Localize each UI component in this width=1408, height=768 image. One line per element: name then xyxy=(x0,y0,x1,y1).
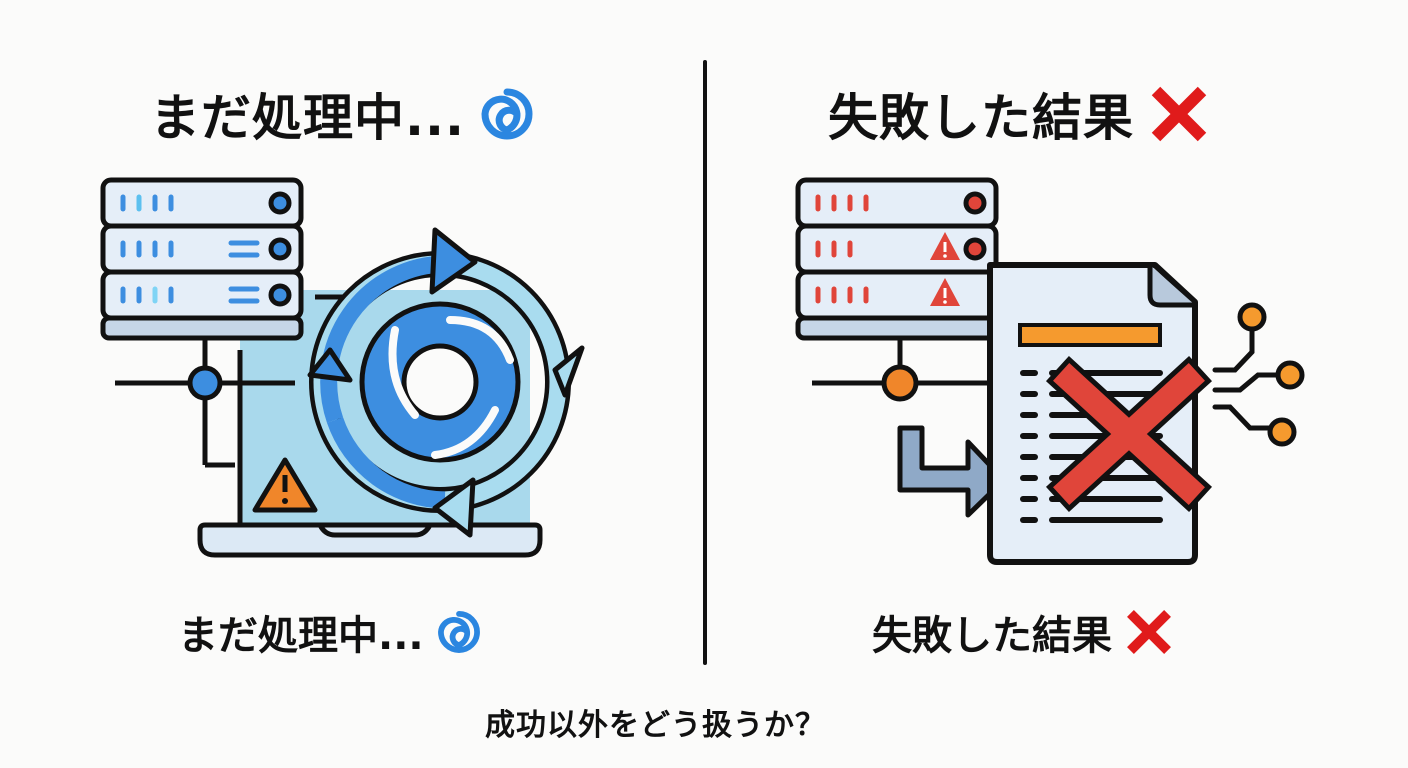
server-icon xyxy=(795,177,999,341)
divider xyxy=(703,60,707,665)
cycle-arrows-icon xyxy=(307,227,585,538)
left-title: まだ処理中... xyxy=(150,78,535,150)
server-icon xyxy=(100,177,304,341)
cyclone-icon xyxy=(436,609,482,655)
processing-illustration xyxy=(95,170,635,570)
right-caption: 失敗した結果 xyxy=(872,603,1174,661)
footer-question: 成功以外をどう扱うか？ xyxy=(485,708,826,743)
left-caption-text: まだ処理中... xyxy=(178,613,424,659)
right-title-text: 失敗した結果 xyxy=(828,89,1134,147)
cross-mark-icon xyxy=(1148,83,1210,145)
cross-mark-icon xyxy=(1124,607,1174,657)
left-caption: まだ処理中... xyxy=(178,603,482,661)
document-icon xyxy=(987,262,1213,565)
cyclone-icon xyxy=(479,86,535,142)
left-title-text: まだ処理中... xyxy=(150,89,465,147)
elbow-arrow-icon xyxy=(897,425,1007,518)
failure-illustration xyxy=(790,170,1330,570)
right-title: 失敗した結果 xyxy=(828,78,1210,150)
right-caption-text: 失敗した結果 xyxy=(872,613,1112,659)
circuit-nodes-icon xyxy=(1212,302,1305,447)
swirl-icon xyxy=(359,301,521,463)
big-cross-icon xyxy=(1045,355,1213,513)
warning-icon xyxy=(252,457,318,513)
warning-icon xyxy=(930,232,960,306)
